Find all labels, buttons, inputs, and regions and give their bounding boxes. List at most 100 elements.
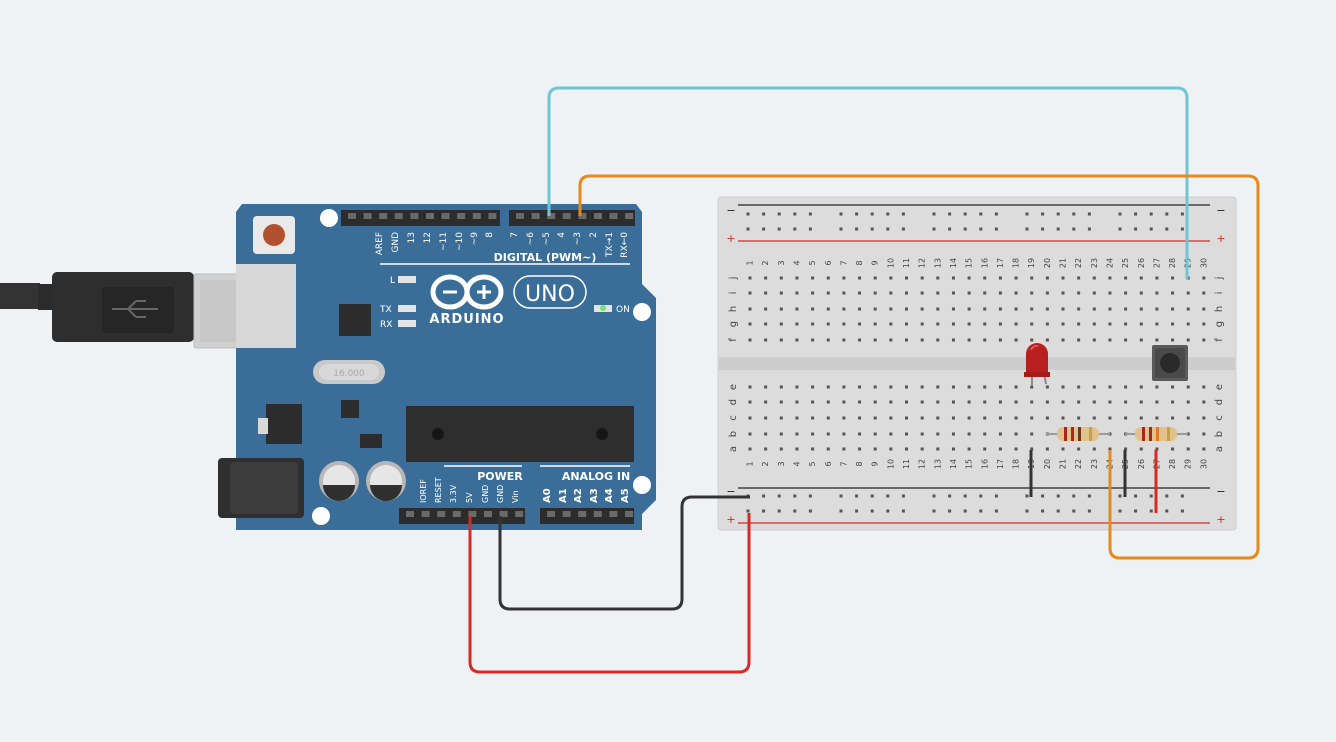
breadboard-hole[interactable]	[855, 212, 859, 216]
breadboard-hole[interactable]	[764, 416, 768, 420]
breadboard-hole[interactable]	[1165, 509, 1169, 513]
breadboard-hole[interactable]	[1139, 291, 1143, 295]
breadboard-hole[interactable]	[983, 291, 987, 295]
breadboard-hole[interactable]	[1030, 338, 1034, 342]
breadboard-hole[interactable]	[1108, 447, 1112, 451]
breadboard-hole[interactable]	[998, 291, 1002, 295]
breadboard-hole[interactable]	[920, 322, 924, 326]
breadboard-hole[interactable]	[762, 494, 766, 498]
breadboard-hole[interactable]	[873, 338, 877, 342]
breadboard-hole[interactable]	[1092, 400, 1096, 404]
header-pin[interactable]	[426, 213, 434, 219]
breadboard-hole[interactable]	[1139, 447, 1143, 451]
breadboard-hole[interactable]	[1077, 322, 1081, 326]
breadboard-hole[interactable]	[983, 447, 987, 451]
breadboard-hole[interactable]	[1087, 212, 1091, 216]
breadboard-hole[interactable]	[886, 509, 890, 513]
breadboard-hole[interactable]	[951, 276, 955, 280]
header-pin[interactable]	[531, 213, 540, 219]
breadboard-hole[interactable]	[764, 291, 768, 295]
breadboard-hole[interactable]	[994, 227, 998, 231]
breadboard-hole[interactable]	[901, 494, 905, 498]
breadboard-hole[interactable]	[1077, 338, 1081, 342]
breadboard-hole[interactable]	[979, 509, 983, 513]
breadboard-hole[interactable]	[1030, 432, 1034, 436]
breadboard-hole[interactable]	[1202, 322, 1206, 326]
breadboard-hole[interactable]	[826, 447, 830, 451]
breadboard-hole[interactable]	[1056, 494, 1060, 498]
breadboard-hole[interactable]	[1061, 307, 1065, 311]
breadboard-hole[interactable]	[983, 338, 987, 342]
breadboard-hole[interactable]	[1061, 385, 1065, 389]
breadboard-hole[interactable]	[808, 494, 812, 498]
breadboard-hole[interactable]	[889, 307, 893, 311]
breadboard-hole[interactable]	[858, 385, 862, 389]
breadboard-hole[interactable]	[873, 447, 877, 451]
breadboard-hole[interactable]	[1155, 276, 1159, 280]
breadboard-hole[interactable]	[826, 416, 830, 420]
breadboard-hole[interactable]	[1139, 322, 1143, 326]
breadboard-hole[interactable]	[983, 432, 987, 436]
header-pin[interactable]	[441, 213, 450, 219]
breadboard-hole[interactable]	[811, 307, 815, 311]
breadboard-hole[interactable]	[889, 432, 893, 436]
breadboard-hole[interactable]	[1061, 416, 1065, 420]
breadboard-hole[interactable]	[1155, 385, 1159, 389]
breadboard-hole[interactable]	[858, 338, 862, 342]
header-pin[interactable]	[363, 213, 372, 219]
breadboard-hole[interactable]	[1108, 307, 1112, 311]
breadboard-hole[interactable]	[1171, 322, 1175, 326]
header-pin[interactable]	[452, 511, 461, 517]
breadboard-hole[interactable]	[1045, 447, 1049, 451]
breadboard-hole[interactable]	[1186, 385, 1190, 389]
breadboard-hole[interactable]	[873, 291, 877, 295]
breadboard-hole[interactable]	[951, 338, 955, 342]
breadboard-hole[interactable]	[873, 276, 877, 280]
breadboard-hole[interactable]	[764, 322, 768, 326]
breadboard-hole[interactable]	[1041, 212, 1045, 216]
breadboard-hole[interactable]	[951, 447, 955, 451]
breadboard-hole[interactable]	[839, 212, 843, 216]
breadboard-hole[interactable]	[1202, 276, 1206, 280]
breadboard-hole[interactable]	[839, 509, 843, 513]
breadboard-hole[interactable]	[889, 322, 893, 326]
header-pin[interactable]	[406, 511, 414, 517]
breadboard-hole[interactable]	[905, 322, 908, 326]
breadboard-hole[interactable]	[1014, 400, 1018, 404]
breadboard-hole[interactable]	[1041, 227, 1045, 231]
breadboard-hole[interactable]	[1072, 212, 1076, 216]
breadboard-hole[interactable]	[808, 212, 812, 216]
breadboard-hole[interactable]	[1072, 509, 1076, 513]
breadboard[interactable]: − − + + − − + + 112233445566778899101011…	[717, 196, 1237, 531]
breadboard-hole[interactable]	[936, 276, 940, 280]
breadboard-hole[interactable]	[1025, 227, 1029, 231]
header-pin[interactable]	[348, 213, 356, 219]
breadboard-hole[interactable]	[1045, 416, 1049, 420]
breadboard-hole[interactable]	[932, 227, 936, 231]
breadboard-hole[interactable]	[779, 322, 783, 326]
breadboard-hole[interactable]	[1186, 307, 1190, 311]
breadboard-hole[interactable]	[889, 291, 893, 295]
breadboard-hole[interactable]	[858, 276, 862, 280]
header-pin[interactable]	[488, 213, 497, 219]
breadboard-hole[interactable]	[1092, 385, 1096, 389]
breadboard-hole[interactable]	[1134, 494, 1138, 498]
breadboard-hole[interactable]	[1134, 509, 1138, 513]
breadboard-hole[interactable]	[764, 338, 768, 342]
breadboard-hole[interactable]	[1030, 322, 1034, 326]
breadboard-hole[interactable]	[963, 212, 967, 216]
breadboard-hole[interactable]	[748, 400, 752, 404]
header-pin[interactable]	[609, 511, 618, 517]
breadboard-hole[interactable]	[920, 432, 924, 436]
breadboard-hole[interactable]	[1202, 432, 1206, 436]
breadboard-hole[interactable]	[1186, 338, 1190, 342]
breadboard-hole[interactable]	[1180, 494, 1184, 498]
breadboard-hole[interactable]	[1186, 400, 1190, 404]
breadboard-hole[interactable]	[795, 416, 799, 420]
breadboard-hole[interactable]	[889, 416, 893, 420]
breadboard-hole[interactable]	[1108, 385, 1112, 389]
breadboard-hole[interactable]	[889, 400, 893, 404]
breadboard-hole[interactable]	[932, 509, 936, 513]
breadboard-hole[interactable]	[811, 447, 815, 451]
